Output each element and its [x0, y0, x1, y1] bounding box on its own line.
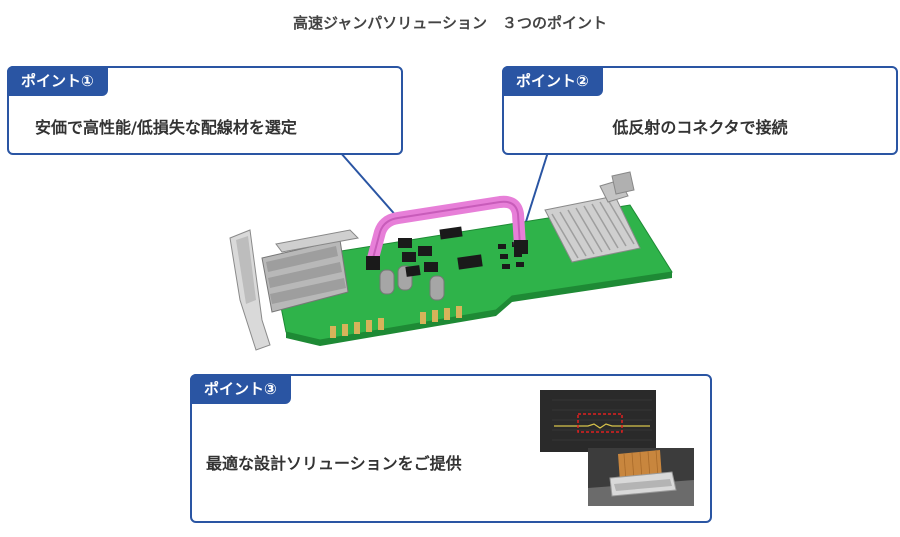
- point-2-tag: ポイント②: [502, 66, 603, 96]
- mounting-bracket: [229, 229, 271, 351]
- heatsink: [544, 171, 641, 263]
- point-3-tag: ポイント③: [190, 374, 291, 404]
- waveform-screenshot: [540, 390, 656, 452]
- point-1-tag: ポイント①: [7, 66, 108, 96]
- connector-photo: [588, 448, 694, 506]
- page-title: 高速ジャンパソリューション ３つのポイント: [293, 14, 607, 32]
- point-1-text: 安価で高性能/低損失な配線材を選定: [35, 118, 297, 137]
- point-2-text: 低反射のコネクタで接続: [612, 118, 788, 137]
- point-3-callout: ポイント③ 最適な設計ソリューションをご提供: [190, 374, 712, 523]
- point-1-callout: ポイント① 安価で高性能/低損失な配線材を選定: [7, 66, 403, 155]
- connector-cages: [261, 229, 360, 313]
- capacitors: [379, 265, 445, 301]
- jumper-cable: [366, 195, 528, 270]
- leader-line-1: [339, 151, 399, 219]
- point-3-text: 最適な設計ソリューションをご提供: [206, 454, 462, 473]
- point-2-callout: ポイント② 低反射のコネクタで接続: [502, 66, 898, 155]
- ic-chips: [398, 226, 524, 277]
